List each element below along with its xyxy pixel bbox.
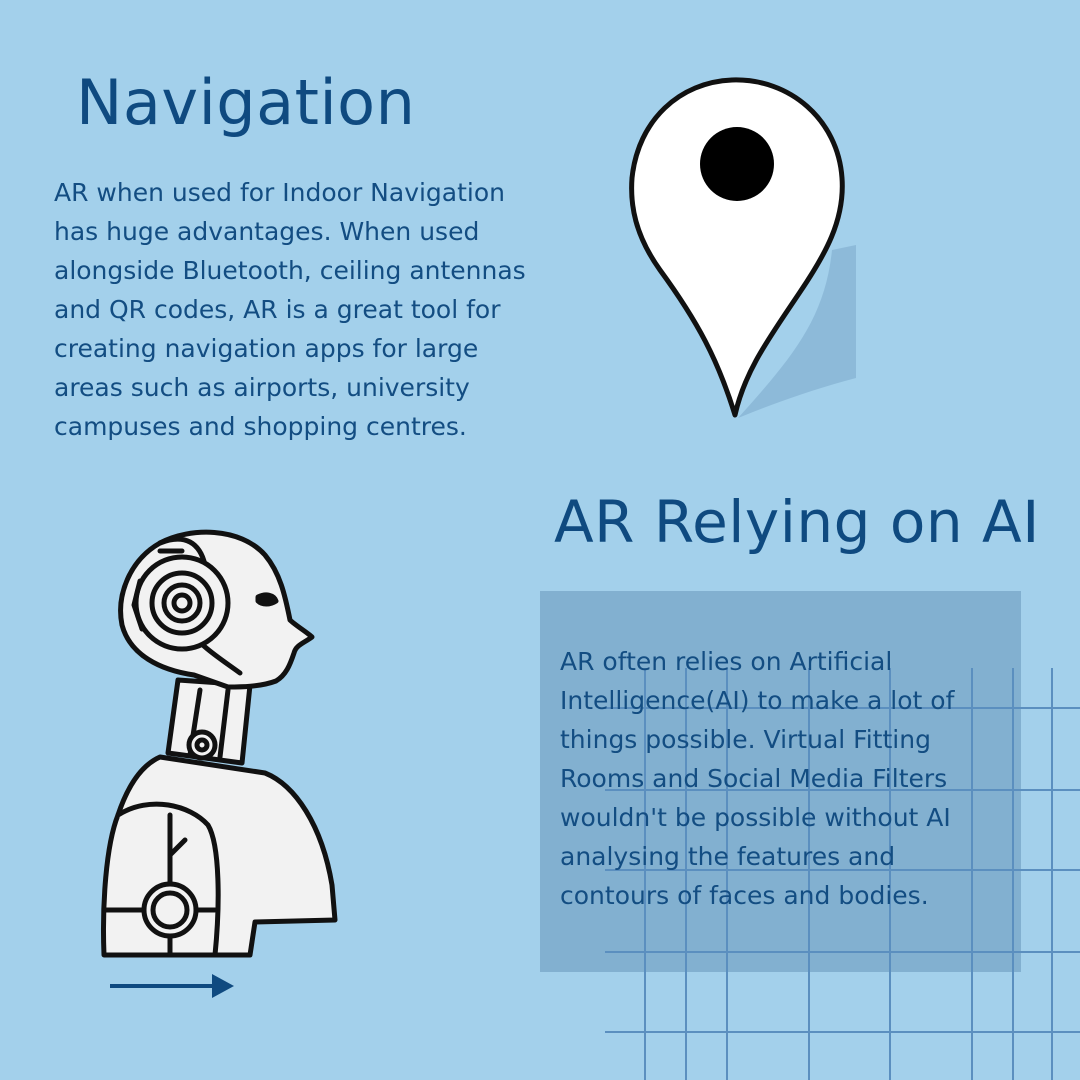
pin-body <box>629 77 845 418</box>
location-pin-icon <box>629 77 856 418</box>
robot-illustration <box>101 529 338 958</box>
ai-text-box <box>540 591 1021 972</box>
pin-shadow <box>738 245 856 418</box>
navigation-title: Navigation <box>76 66 416 139</box>
pin-dot <box>700 127 774 201</box>
arrow-right-icon <box>110 974 234 998</box>
ai-title: AR Relying on AI <box>554 488 1040 556</box>
ai-body: AR often relies on Artificial Intelligen… <box>560 647 955 910</box>
navigation-body: AR when used for Indoor Navigation has h… <box>54 178 526 441</box>
